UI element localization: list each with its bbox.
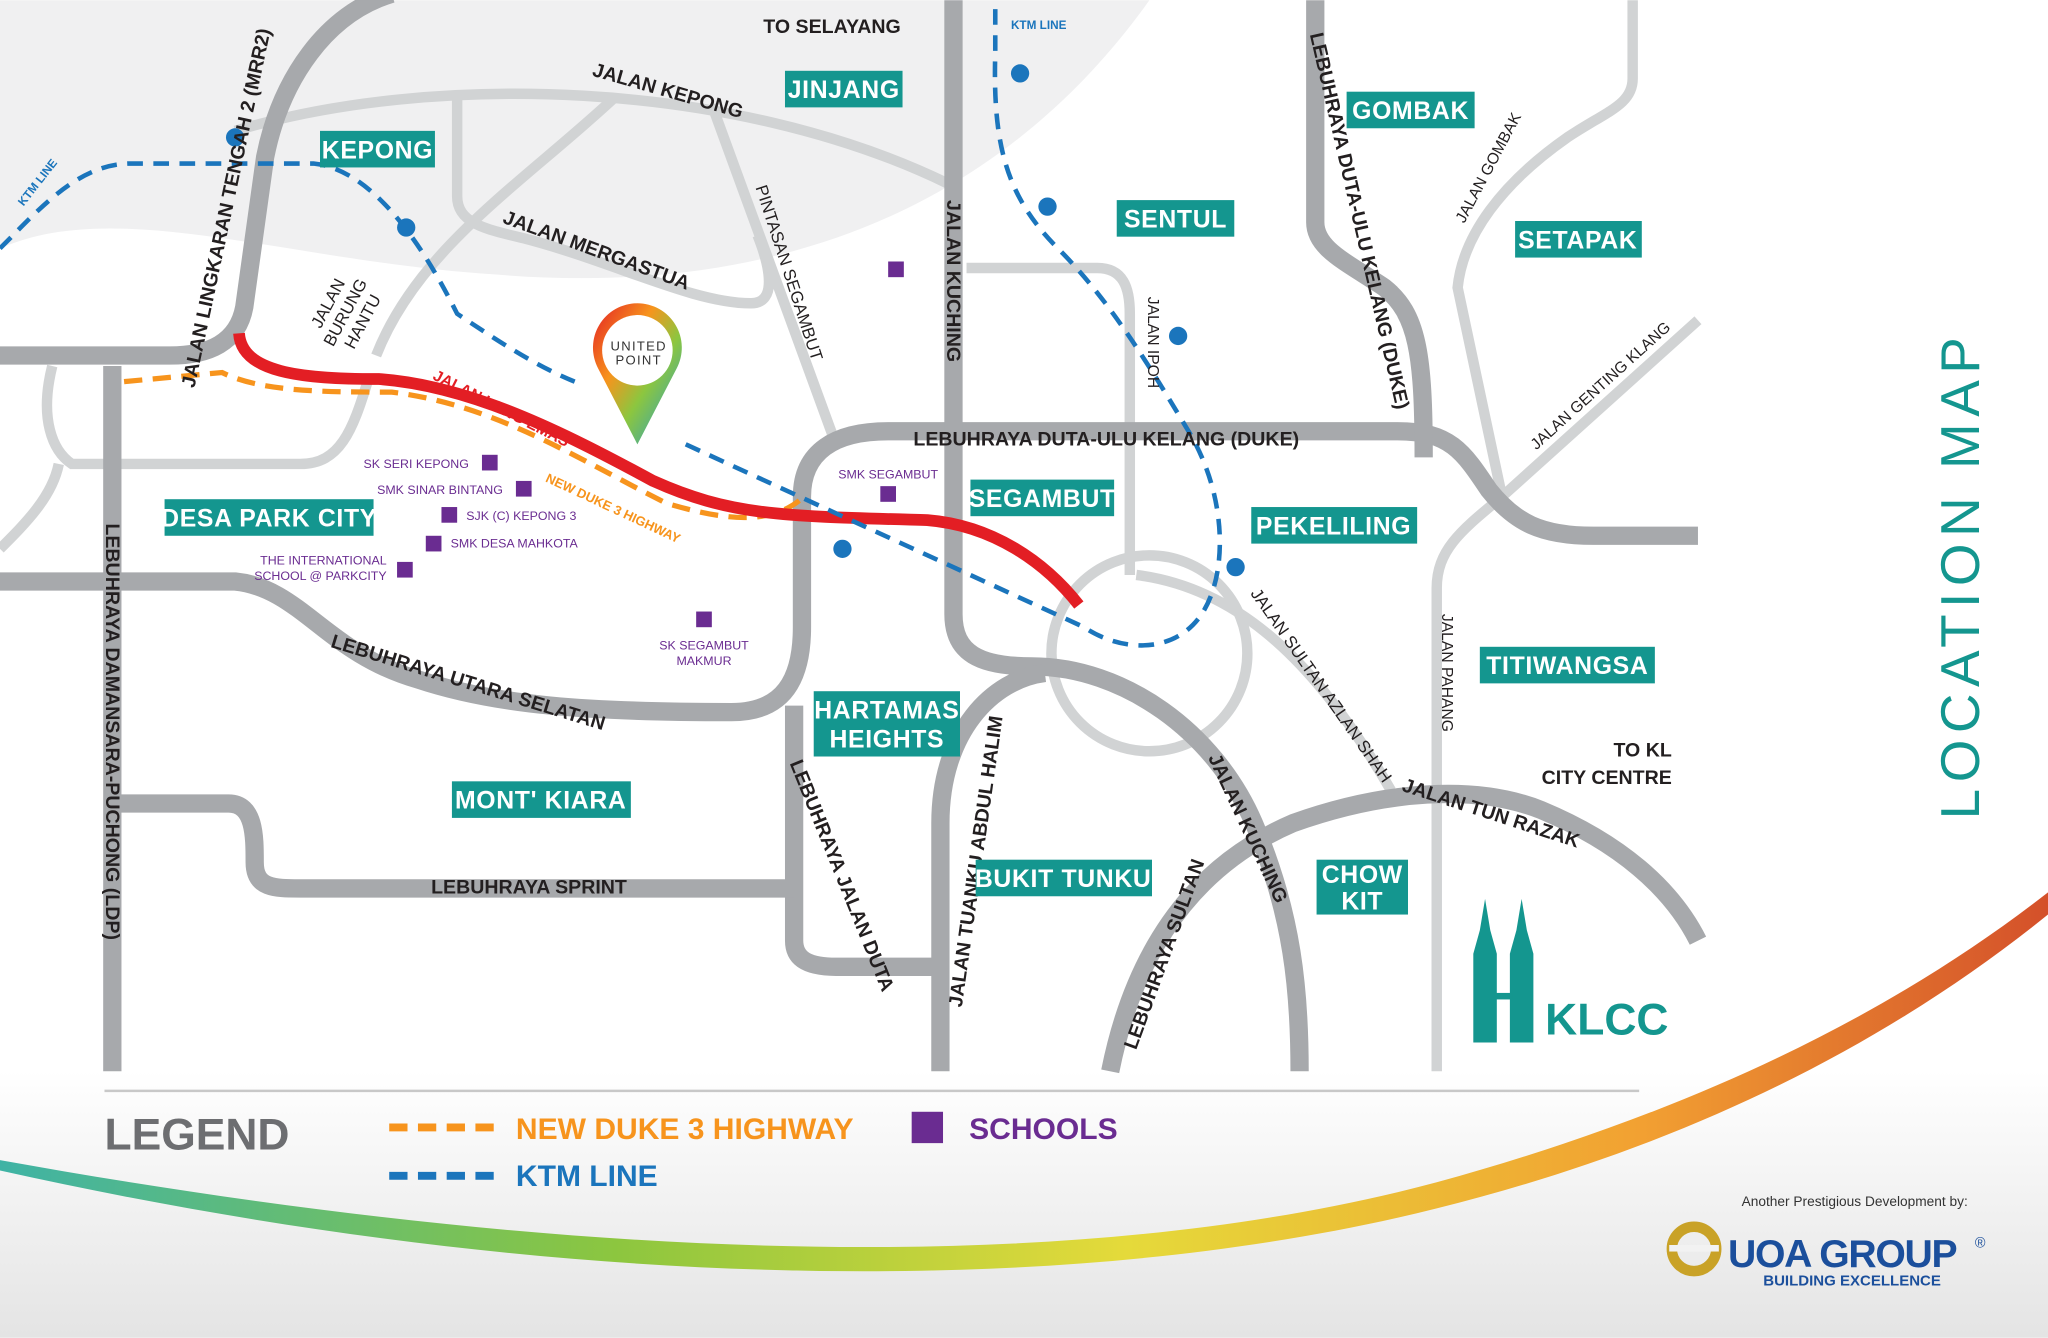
svg-text:SEGAMBUT: SEGAMBUT xyxy=(969,486,1116,513)
area-titiwangsa: TITIWANGSA xyxy=(1479,646,1655,684)
road-label-ldp: LEBUHRAYA DAMANSARA-PUCHONG (LDP) xyxy=(101,523,123,940)
area-kepong: KEPONG xyxy=(320,130,435,168)
road-label-sprint: LEBUHRAYA SPRINT xyxy=(431,877,627,899)
klcc-label: KLCC xyxy=(1545,996,1668,1045)
legend-duke3-label: NEW DUKE 3 HIGHWAY xyxy=(516,1113,854,1146)
united-point-pin[interactable]: UNITED POINT xyxy=(592,303,682,445)
area-pekeliling: PEKELILING xyxy=(1251,507,1418,544)
ktm-line-east xyxy=(684,0,1223,648)
school-label: SMK DESA MAHKOTA xyxy=(451,537,579,551)
area-jinjang: JINJANG xyxy=(784,70,903,108)
svg-text:GOMBAK: GOMBAK xyxy=(1352,98,1469,125)
new-duke3-highway-route xyxy=(123,369,801,521)
svg-text:PEKELILING: PEKELILING xyxy=(1256,513,1411,540)
developer-logo: Another Prestigious Development by: UOA … xyxy=(1666,1194,1986,1289)
area-mont-kiara: MONT' KIARA xyxy=(451,781,631,818)
svg-text:MONT' KIARA: MONT' KIARA xyxy=(455,788,627,815)
svg-text:HARTAMAS: HARTAMAS xyxy=(814,698,959,725)
pin-label: POINT xyxy=(615,353,661,368)
area-setapak: SETAPAK xyxy=(1515,221,1642,258)
legend-ktm-label: KTM LINE xyxy=(516,1160,658,1193)
ktm-stations xyxy=(225,64,1245,577)
school-label: SMK SEGAMBUT xyxy=(838,467,938,481)
legend: LEGEND NEW DUKE 3 HIGHWAY KTM LINE SCHOO… xyxy=(104,1111,1117,1194)
school-marker xyxy=(888,261,904,278)
svg-text:DESA PARK CITY: DESA PARK CITY xyxy=(161,506,377,533)
svg-text:SETAPAK: SETAPAK xyxy=(1518,227,1637,254)
road-label-jalan-pahang: JALAN PAHANG xyxy=(1438,614,1455,732)
major-roads xyxy=(0,0,1707,1074)
legend-schools-swatch xyxy=(911,1111,944,1144)
road-label-jalan-ipoh: JALAN IPOH xyxy=(1144,297,1161,388)
jalan-lang-emas-route xyxy=(233,332,1084,609)
developer-tagline: Another Prestigious Development by: xyxy=(1742,1194,1968,1209)
school-label: SMK SINAR BINTANG xyxy=(377,483,503,497)
direction-selayang: TO SELAYANG xyxy=(763,16,900,38)
road-label-duke-horizontal: LEBUHRAYA DUTA-ULU KELANG (DUKE) xyxy=(913,429,1299,451)
area-desa-park-city: DESA PARK CITY xyxy=(161,499,377,536)
svg-text:BUKIT TUNKU: BUKIT TUNKU xyxy=(975,866,1152,893)
school-label: SK SERI KEPONG xyxy=(364,457,469,471)
svg-text:CHOW: CHOW xyxy=(1322,862,1403,889)
area-bukit-tunku: BUKIT TUNKU xyxy=(975,859,1152,897)
area-gombak: GOMBAK xyxy=(1346,91,1475,129)
svg-text:KIT: KIT xyxy=(1341,888,1383,915)
page-title: LOCATION MAP xyxy=(1929,331,1991,820)
schools: SK SERI KEPONG SMK SINAR BINTANG SJK (C)… xyxy=(254,261,939,668)
area-segambut: SEGAMBUT xyxy=(969,479,1116,517)
developer-name: UOA GROUP xyxy=(1728,1233,1957,1276)
ktm-line-west xyxy=(0,161,576,384)
area-sentul: SENTUL xyxy=(1116,200,1235,237)
developer-slogan: BUILDING EXCELLENCE xyxy=(1763,1272,1941,1289)
svg-text:KEPONG: KEPONG xyxy=(322,137,433,164)
pin-label: UNITED xyxy=(610,338,666,353)
legend-schools-label: SCHOOLS xyxy=(969,1113,1117,1146)
svg-text:JINJANG: JINJANG xyxy=(788,77,900,104)
rainbow-swoosh xyxy=(0,892,2048,1272)
klcc-towers-icon xyxy=(1473,898,1534,1043)
ktm-line-label: KTM LINE xyxy=(1011,19,1067,32)
legend-title: LEGEND xyxy=(104,1111,289,1160)
registered-mark: ® xyxy=(1975,1236,1986,1252)
svg-text:SENTUL: SENTUL xyxy=(1124,207,1227,234)
road-label-jalan-kuching-north: JALAN KUCHING xyxy=(942,200,964,362)
svg-text:TITIWANGSA: TITIWANGSA xyxy=(1486,653,1648,680)
school-label: SJK (C) KEPONG 3 xyxy=(466,509,576,523)
svg-text:HEIGHTS: HEIGHTS xyxy=(829,726,944,753)
